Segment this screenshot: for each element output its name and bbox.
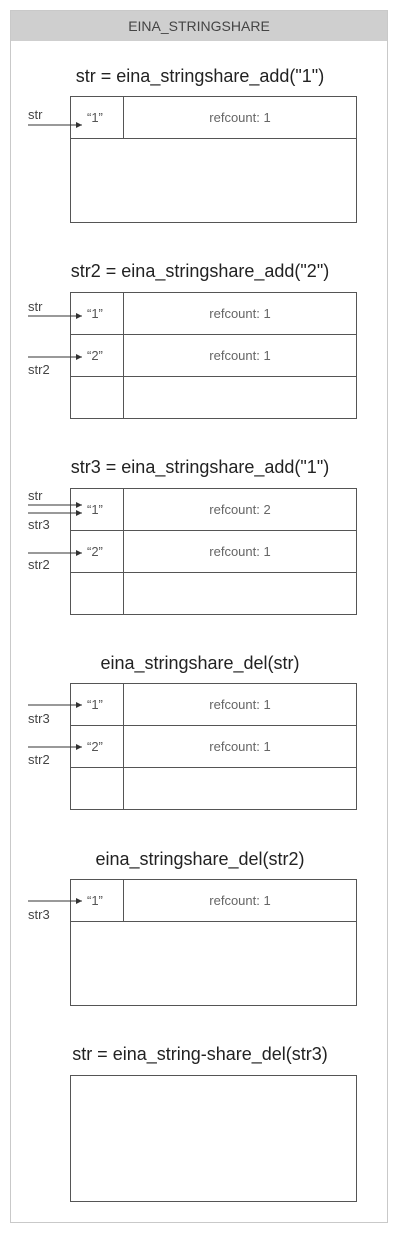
- table-row: “2” refcount: 1: [71, 335, 356, 377]
- refcount-label: refcount: 1: [209, 110, 271, 125]
- string-value: “1”: [71, 684, 124, 725]
- pointer-label: str: [28, 107, 43, 122]
- step-2-table: “1” refcount: 1 “2” refcount: 1: [70, 292, 357, 419]
- string-value: “1”: [71, 880, 124, 921]
- empty-row: [71, 768, 356, 809]
- string-value: “2”: [71, 531, 124, 572]
- step-4-table: “1” refcount: 1 “2” refcount: 1: [70, 683, 357, 810]
- table-row: “1” refcount: 2: [71, 489, 356, 531]
- diagram-frame: EINA_STRINGSHARE: [10, 10, 388, 1223]
- string-value: “1”: [71, 293, 124, 334]
- string-value: “1”: [71, 97, 124, 138]
- step-3-table: “1” refcount: 2 “2” refcount: 1: [70, 488, 357, 615]
- refcount-label: refcount: 2: [209, 502, 271, 517]
- pointer-label: str: [28, 299, 43, 314]
- pointer-label: str3: [28, 711, 50, 726]
- string-value: “2”: [71, 726, 124, 767]
- refcount-label: refcount: 1: [209, 739, 271, 754]
- empty-row: [71, 377, 356, 418]
- table-row: “1” refcount: 1: [71, 97, 356, 139]
- string-value: “1”: [71, 489, 124, 530]
- table-row: “1” refcount: 1: [71, 684, 356, 726]
- table-row: “1” refcount: 1: [71, 293, 356, 335]
- table-row: “2” refcount: 1: [71, 726, 356, 768]
- string-value: “2”: [71, 335, 124, 376]
- pointer-label: str2: [28, 557, 50, 572]
- empty-row: [71, 573, 356, 614]
- step-3-title: str3 = eina_stringshare_add("1"): [70, 457, 330, 477]
- table-row: “2” refcount: 1: [71, 531, 356, 573]
- step-2-title: str2 = eina_stringshare_add("2"): [70, 261, 330, 281]
- pointer-label: str: [28, 488, 43, 503]
- pointer-label: str2: [28, 752, 50, 767]
- step-1-title: str = eina_stringshare_add("1"): [75, 66, 325, 86]
- diagram-header: EINA_STRINGSHARE: [11, 11, 387, 41]
- table-row: “1” refcount: 1: [71, 880, 356, 922]
- refcount-label: refcount: 1: [209, 348, 271, 363]
- pointer-label: str2: [28, 362, 50, 377]
- refcount-label: refcount: 1: [209, 306, 271, 321]
- pointer-label: str3: [28, 907, 50, 922]
- step-5-title: eina_stringshare_del(str2): [95, 849, 305, 869]
- step-5-table: “1” refcount: 1: [70, 879, 357, 1006]
- refcount-label: refcount: 1: [209, 544, 271, 559]
- refcount-label: refcount: 1: [209, 697, 271, 712]
- refcount-label: refcount: 1: [209, 893, 271, 908]
- pointer-label: str3: [28, 517, 50, 532]
- step-4-title: eina_stringshare_del(str): [100, 653, 300, 673]
- step-6-table: [70, 1075, 357, 1202]
- step-1-table: “1” refcount: 1: [70, 96, 357, 223]
- step-6-title: str = eina_string-share_del(str3): [72, 1044, 328, 1064]
